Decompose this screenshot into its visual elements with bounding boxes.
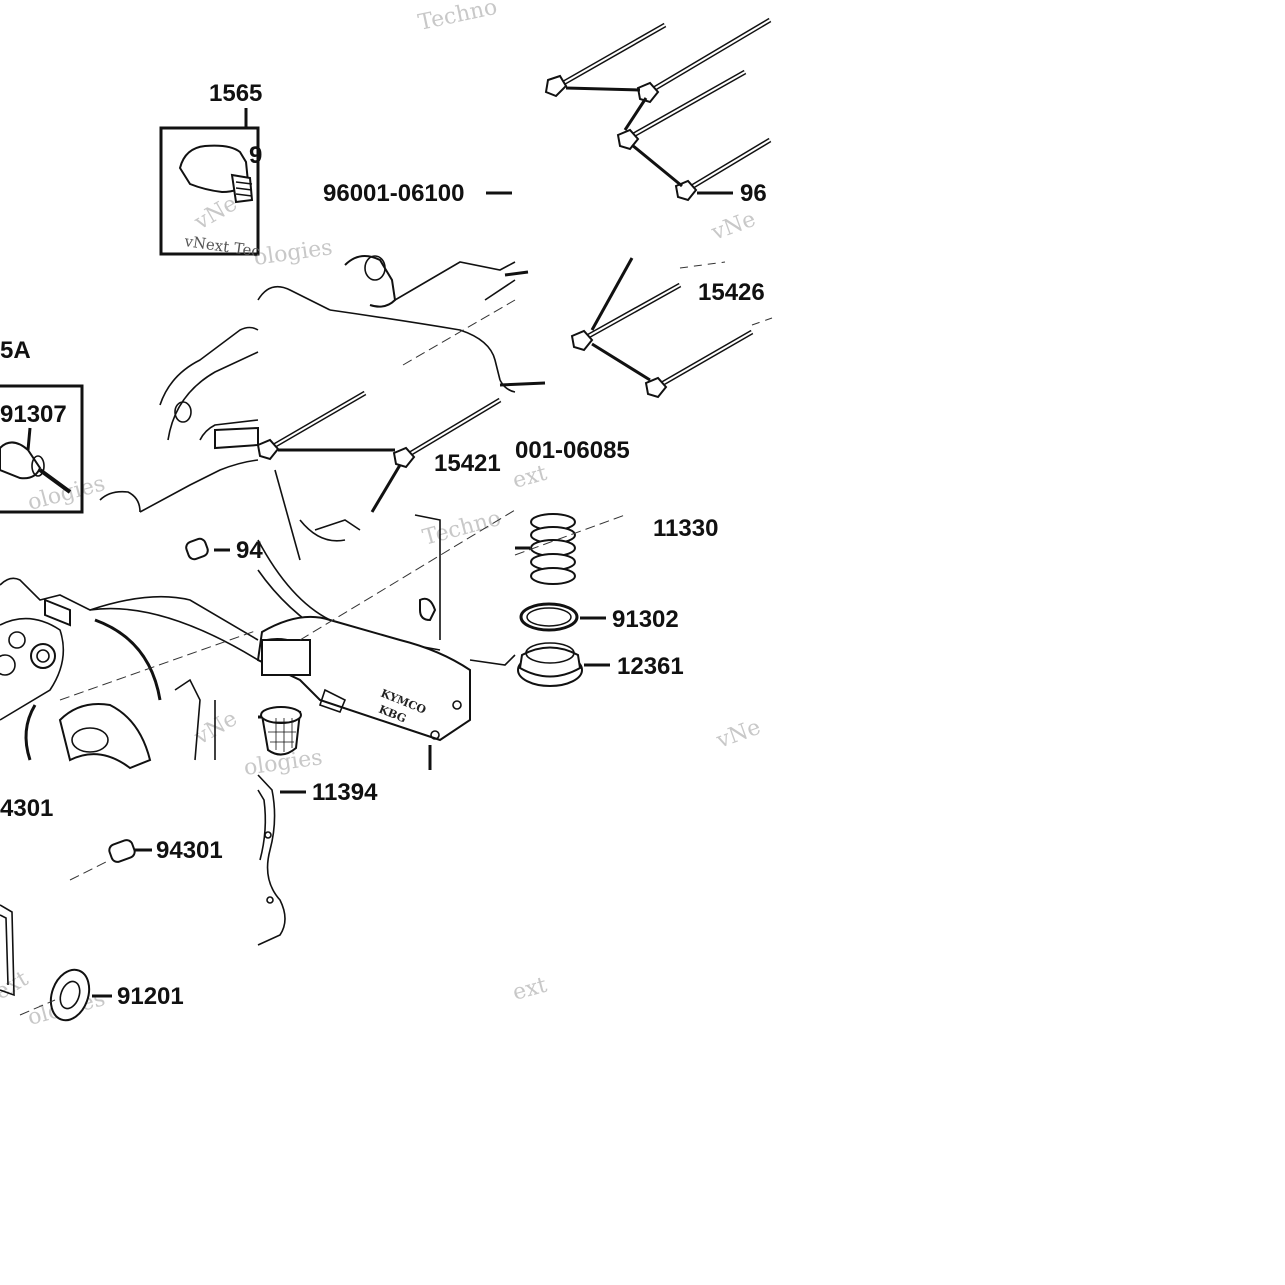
label-1565: 1565 (209, 80, 262, 107)
dowel-pin-94301 (69, 839, 152, 881)
watermark-vnext-tec: vNext Tec (182, 232, 261, 261)
label-91302: 91302 (612, 606, 679, 633)
gasket-11394 (257, 774, 306, 946)
label-001-06085: 001-06085 (515, 437, 630, 464)
label-12361: 12361 (617, 653, 684, 680)
crankcase-upper (99, 255, 516, 561)
label-9-partial: 9 (249, 142, 262, 169)
bolts-15426 (570, 257, 773, 399)
watermark-ext-2: ext (510, 461, 550, 494)
label-5a: 5A (0, 337, 31, 364)
watermark-vnext: vNe (190, 191, 242, 236)
label-4301-partial: 4301 (0, 795, 53, 822)
watermark-techno: Techno (416, 0, 499, 36)
oil-filler-cap-box: vNext Tec (159, 108, 261, 261)
bolts-15421 (256, 270, 546, 513)
label-15426: 15426 (698, 279, 765, 306)
drain-plug-box (0, 384, 84, 514)
label-94301: 94301 (156, 837, 223, 864)
spring-assembly (514, 513, 626, 687)
watermark-ext-3: ext (0, 966, 33, 1005)
label-11394: 11394 (312, 779, 378, 806)
watermark-ologies: ologies (252, 235, 334, 271)
crankcase-center: KYMCO KBG (256, 509, 516, 770)
oil-seal-91201 (0, 904, 112, 1022)
watermark-ext: ext (510, 973, 550, 1006)
watermark-ologies-3: ologies (25, 471, 108, 516)
label-91307: 91307 (0, 401, 67, 428)
label-96001-06100: 96001-06100 (323, 180, 464, 207)
label-15421: 15421 (434, 450, 501, 477)
watermark-vnext-4: vNe (713, 715, 764, 754)
watermark-vnext-2: vNe (708, 207, 759, 246)
watermark-techno-2: Techno (420, 506, 504, 551)
long-bolts-group (544, 17, 772, 202)
label-96-partial: 96 (740, 180, 767, 207)
label-91201: 91201 (117, 983, 184, 1010)
crankcase-left-half (0, 537, 259, 770)
label-11330: 11330 (653, 515, 718, 542)
